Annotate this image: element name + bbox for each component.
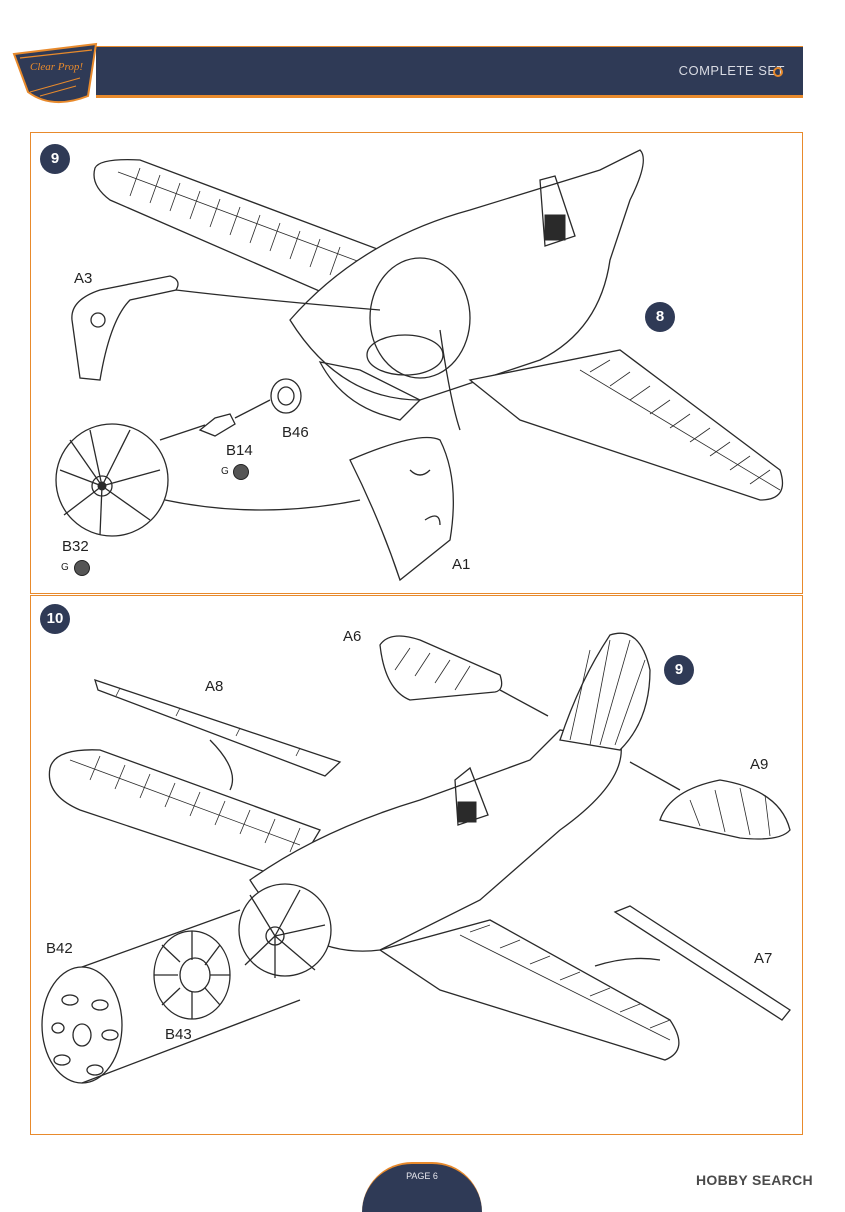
paint-code-b32: G — [61, 562, 69, 573]
part-label-a1: A1 — [452, 556, 471, 573]
part-label-b46: B46 — [282, 424, 309, 441]
step-number-badge: 10 — [40, 604, 70, 634]
part-label-b32: B32 — [62, 538, 89, 555]
paint-code-b14: G — [221, 466, 229, 477]
part-label-a7: A7 — [754, 950, 773, 967]
header-bar — [96, 46, 803, 98]
paint-swatch-icon — [74, 560, 90, 576]
header-dot-icon — [773, 67, 783, 77]
part-label-b43: B43 — [165, 1026, 192, 1043]
part-label-b42: B42 — [46, 940, 73, 957]
part-label-a6: A6 — [343, 628, 362, 645]
reference-step-badge: 8 — [645, 302, 675, 332]
part-label-a8: A8 — [205, 678, 224, 695]
step-10-panel — [30, 595, 803, 1135]
page-number: PAGE 6 — [406, 1171, 438, 1181]
part-label-b14: B14 — [226, 442, 253, 459]
part-label-a3: A3 — [74, 270, 93, 287]
step-9-panel — [30, 132, 803, 594]
step-number-badge: 9 — [40, 144, 70, 174]
part-label-a9: A9 — [750, 756, 769, 773]
paint-swatch-icon — [233, 464, 249, 480]
watermark-text: HOBBY SEARCH — [696, 1172, 813, 1188]
reference-step-badge: 9 — [664, 655, 694, 685]
header-title: COMPLETE SET — [678, 63, 785, 78]
